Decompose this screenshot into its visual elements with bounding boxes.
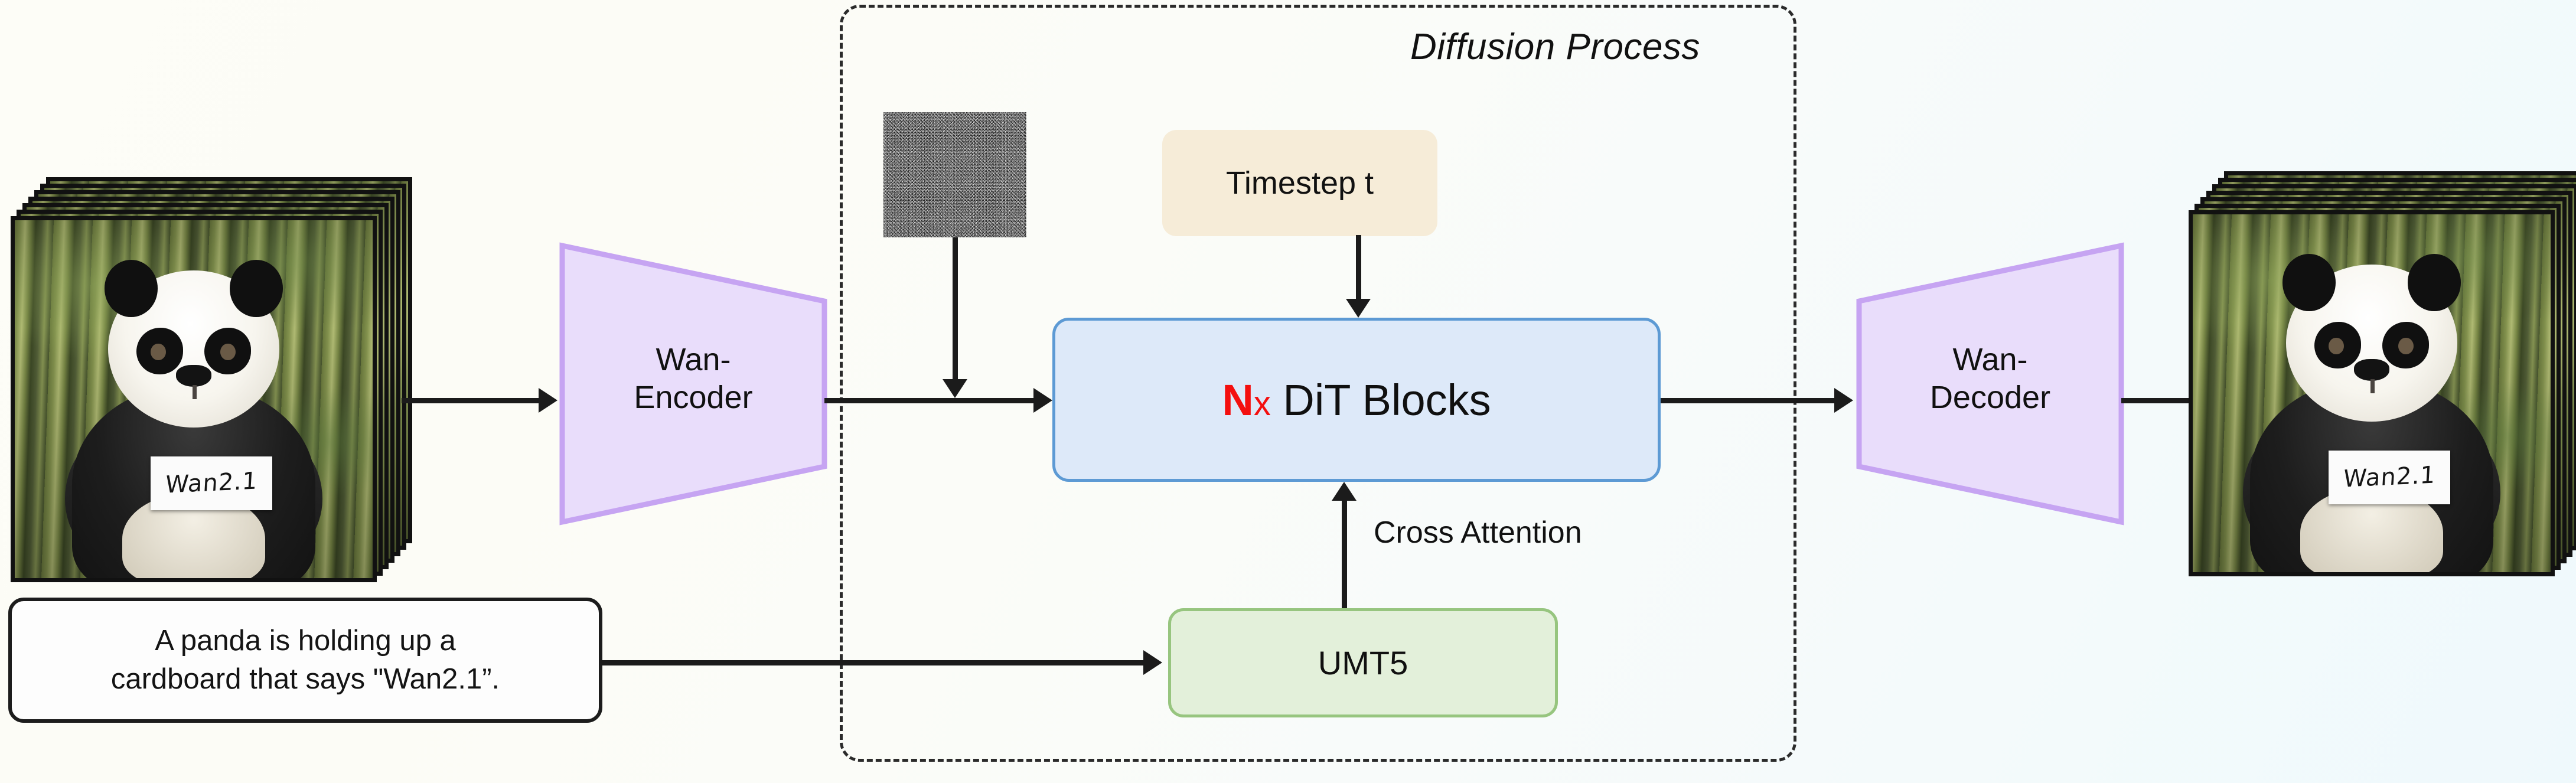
panda-illustration-output: [2193, 214, 2551, 572]
edge-timestep-to-dit: [1356, 235, 1361, 299]
arrowhead-noise-to-latent: [943, 379, 967, 398]
arrowhead-umt5-to-dit: [1332, 482, 1357, 501]
timestep-label: Timestep t: [1225, 165, 1374, 201]
arrowhead-encoder-to-dit: [1033, 388, 1052, 413]
dit-blocks-node: Nx DiT Blocks: [1052, 318, 1661, 482]
output-video-frame-stack: Wan2.1: [2189, 171, 2576, 585]
wan-decoder-line-2: Decoder: [1929, 379, 2051, 415]
wan-decoder-label: Wan- Decoder: [1854, 341, 2126, 416]
umt5-node: UMT5: [1168, 608, 1558, 717]
held-card-output: Wan2.1: [2329, 450, 2451, 504]
arrowhead-prompt-to-umt5: [1143, 650, 1162, 675]
umt5-label: UMT5: [1318, 644, 1408, 681]
gaussian-noise-patch: [883, 112, 1026, 237]
card-text-output: Wan2.1: [2342, 461, 2437, 493]
edge-umt5-to-dit: [1342, 501, 1347, 608]
panda-illustration: [15, 220, 373, 578]
input-video-frame-stack: Wan2.1: [11, 177, 424, 590]
card-text-input: Wan2.1: [164, 467, 259, 499]
arrowhead-dit-to-decoder: [1834, 388, 1853, 413]
wan-decoder-node: Wan- Decoder: [1854, 242, 2126, 526]
cross-attention-label: Cross Attention: [1374, 516, 1582, 550]
wan-encoder-shape: [559, 242, 827, 526]
edge-frames-to-encoder: [402, 398, 539, 403]
out-frame-front-1: Wan2.1: [2189, 210, 2555, 576]
wan-decoder-shape: [1856, 242, 2124, 526]
diffusion-process-label: Diffusion Process: [1410, 27, 1700, 67]
wan-encoder-label: Wan- Encoder: [557, 341, 829, 416]
prompt-text: A panda is holding up a cardboard that s…: [111, 622, 500, 699]
timestep-node: Timestep t: [1162, 130, 1437, 236]
arrowhead-timestep-to-dit: [1346, 299, 1371, 318]
dit-blocks-text: DiT Blocks: [1283, 375, 1491, 425]
edge-dit-to-decoder: [1661, 398, 1834, 403]
wan-decoder-line-1: Wan-: [1952, 342, 2028, 377]
edge-decoder-to-frames: [2121, 398, 2213, 403]
dit-blocks-label: Nx DiT Blocks: [1222, 375, 1491, 425]
dit-multiplier-symbol: x: [1253, 384, 1271, 423]
edge-prompt-to-umt5: [601, 660, 1143, 665]
prompt-line-1: A panda is holding up a: [155, 624, 456, 657]
prompt-line-2: cardboard that says "Wan2.1”.: [110, 663, 500, 695]
wan-encoder-line-2: Encoder: [634, 379, 753, 415]
wan-encoder-node: Wan- Encoder: [557, 242, 829, 526]
dit-repeat-count: N: [1222, 375, 1254, 425]
edge-noise-to-latent: [953, 237, 958, 379]
edge-encoder-to-dit: [824, 398, 1035, 403]
diffusion-process-group: [840, 5, 1796, 762]
frame-front-1: Wan2.1: [11, 216, 377, 582]
arrowhead-frames-to-encoder: [539, 388, 557, 413]
wan-encoder-line-1: Wan-: [656, 342, 731, 377]
prompt-text-box: A panda is holding up a cardboard that s…: [8, 598, 602, 723]
held-card-input: Wan2.1: [151, 456, 273, 510]
